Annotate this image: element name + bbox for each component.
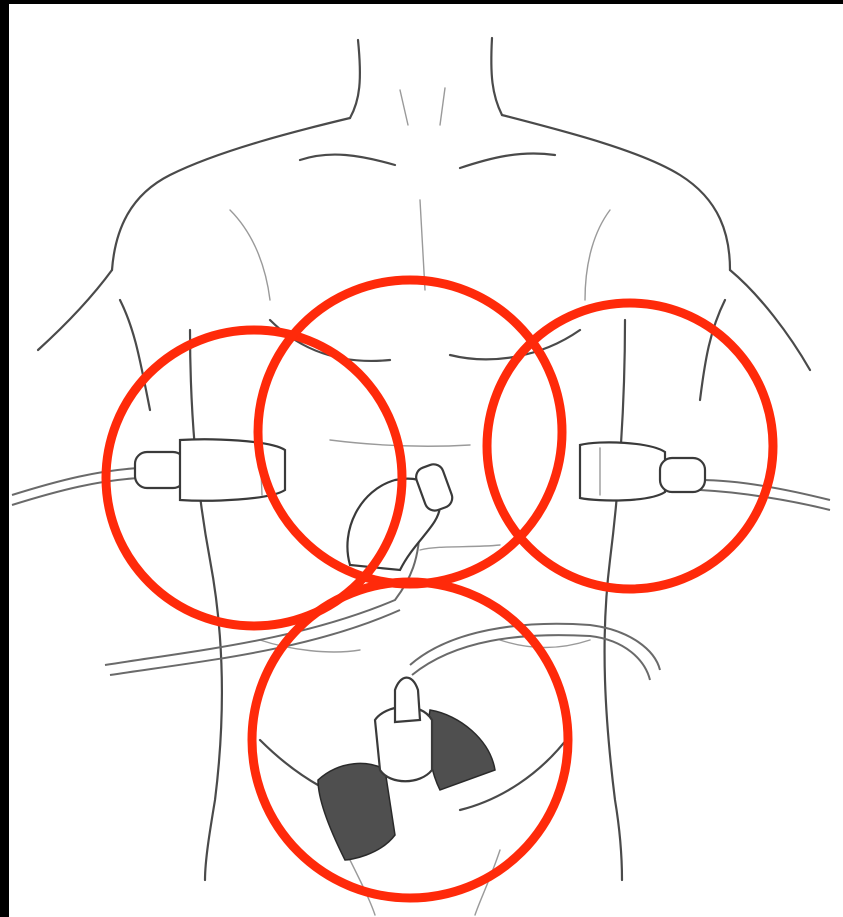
probe-pelvic (318, 678, 495, 860)
highlight-rings (106, 280, 773, 898)
probe-left-upper-quadrant (580, 442, 705, 500)
pelvic-shading (318, 763, 395, 860)
